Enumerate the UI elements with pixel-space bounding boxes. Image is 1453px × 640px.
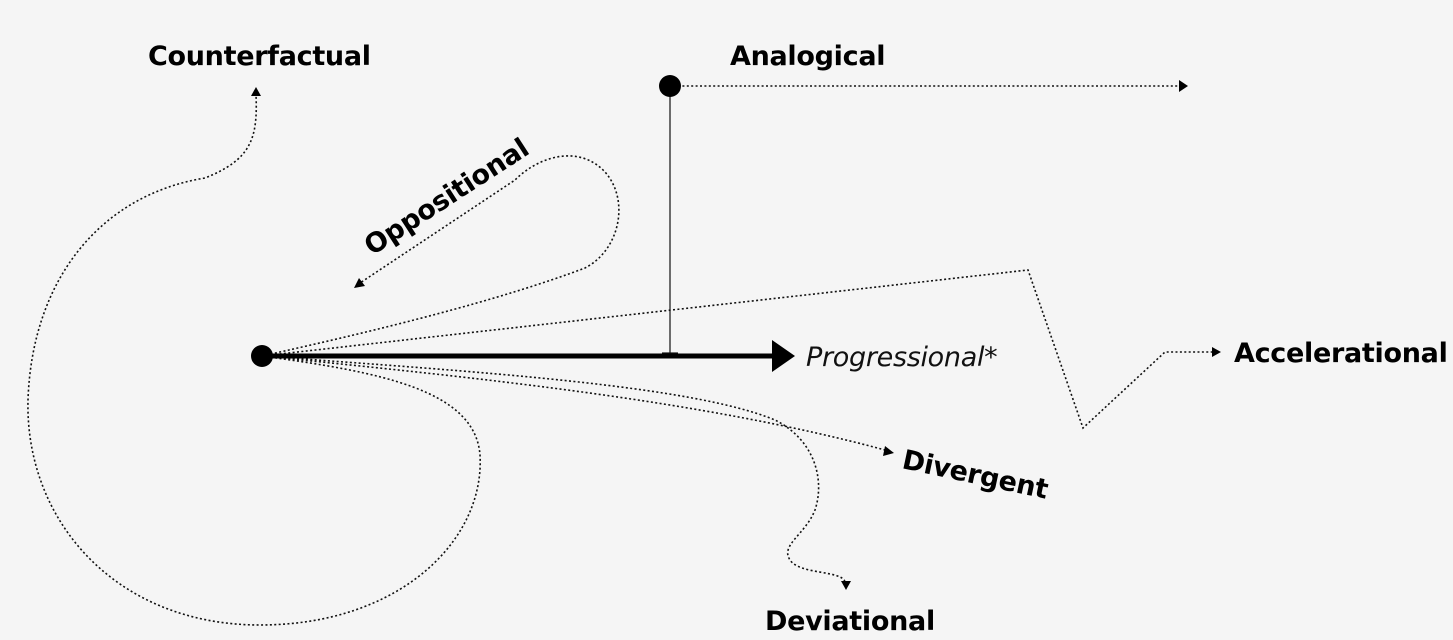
counterfactual-path [27,94,481,626]
analogical-label: Analogical [730,41,885,72]
accelerational-arrowhead [1212,347,1221,357]
deviational-label: Deviational [765,606,935,637]
analogical-origin-dot [659,75,681,97]
progressional-label: Progressional* [806,342,997,373]
accelerational-label: Accelerational [1234,338,1448,369]
origin-dot [251,345,273,367]
deviational-arrowhead [841,581,851,590]
divergent-label: Divergent [900,445,1052,506]
divergent-path [261,355,886,451]
analogical-arrowhead [1179,80,1188,92]
divergent-arrowhead [883,446,894,456]
oppositional-arrowhead [354,278,365,288]
deviational-path [261,355,846,583]
progressional-arrowhead [772,340,795,372]
oppositional-label: Oppositional [359,133,535,262]
counterfactual-label: Counterfactual [148,41,371,72]
accelerational-path [261,269,1212,430]
counterfactual-arrowhead [251,87,261,96]
